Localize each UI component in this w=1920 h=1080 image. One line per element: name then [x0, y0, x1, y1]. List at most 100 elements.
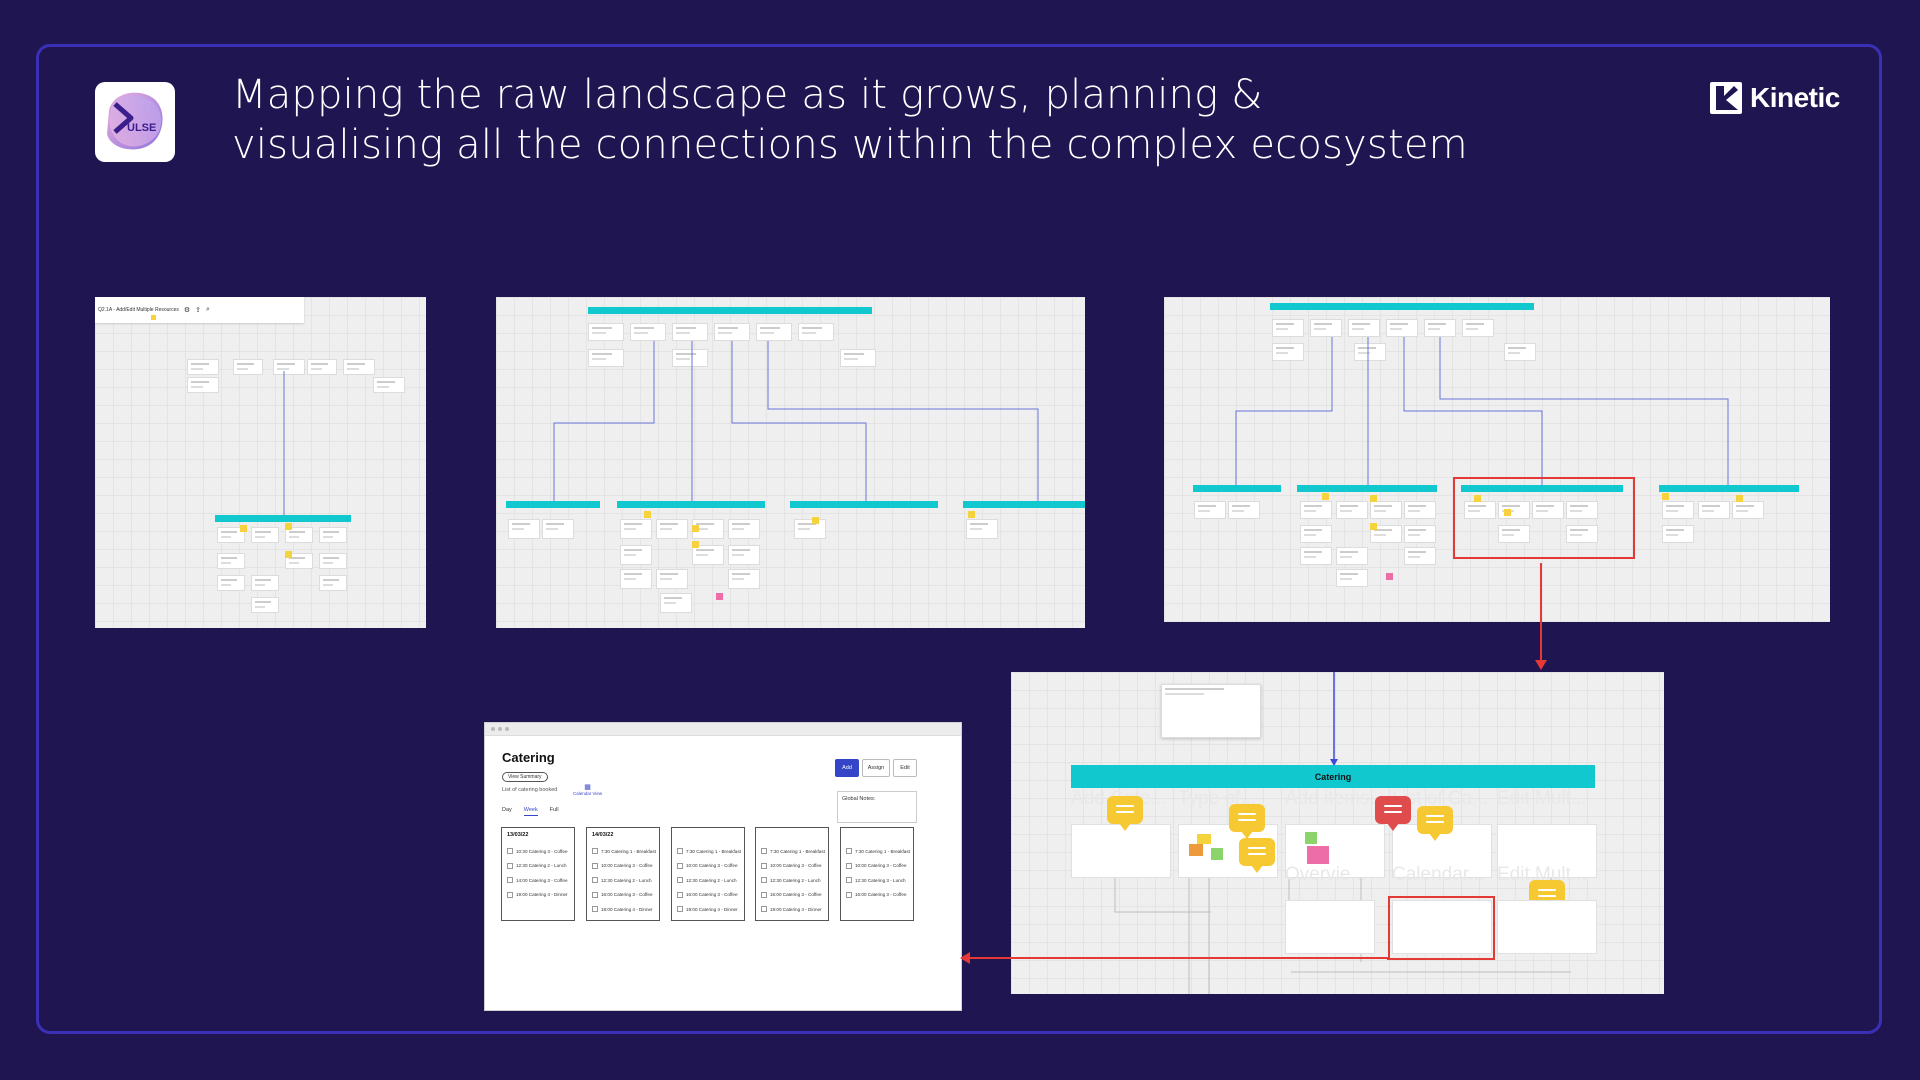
catering-event[interactable]: 10:00 Catering 3 - Coffee: [592, 859, 654, 874]
catering-event[interactable]: 12:30 Catering 2 - Lunch: [761, 873, 823, 888]
add-button[interactable]: Add: [835, 759, 859, 777]
catering-event[interactable]: 16:00 Catering 3 - Coffee: [677, 888, 739, 903]
comment-bubble-red-icon[interactable]: [1375, 796, 1411, 831]
wireframe-card: [692, 545, 724, 565]
wireframe-card: [251, 527, 279, 543]
wireframe-card: [1497, 900, 1597, 954]
search-icon[interactable]: ⌕: [206, 306, 210, 313]
wireframe-card: [187, 377, 219, 393]
comment-bubble-icon[interactable]: [1417, 806, 1453, 841]
wireframe-card: [756, 323, 792, 341]
page-title: Catering: [502, 750, 555, 765]
wireframe-card: [966, 519, 998, 539]
wireframe-card: [1698, 501, 1730, 519]
catering-event[interactable]: 16:00 Catering 3 - Coffee: [761, 888, 823, 903]
wireframe-card: [1462, 319, 1494, 337]
catering-event[interactable]: 16:00 Catering 3 - Coffee: [846, 888, 908, 903]
faded-label: Overvie...: [1285, 864, 1367, 885]
catering-event[interactable]: 19:00 Catering 4 - Dinner: [592, 902, 654, 917]
catering-event[interactable]: 12:30 Catering 2 - Lunch: [507, 859, 569, 874]
section-bar: [1461, 485, 1623, 492]
wireframe-card: [660, 593, 692, 613]
catering-event[interactable]: 16:00 Catering 3 - Coffee: [592, 888, 654, 903]
wireframe-card: [620, 569, 652, 589]
wireframe-card: [508, 519, 540, 539]
window-titlebar: [485, 723, 961, 736]
sticky-note: [968, 511, 975, 518]
global-notes-field[interactable]: Global Notes:: [837, 791, 917, 823]
assign-button[interactable]: Assign: [862, 759, 890, 777]
page-subtitle: List of catering booked: [502, 787, 558, 793]
comment-bubble-icon[interactable]: [1239, 838, 1275, 873]
pulse-logo: ULSE: [95, 82, 175, 162]
tab-full[interactable]: Full: [549, 807, 559, 813]
wireframe-card: [1194, 501, 1226, 519]
catering-section-zoom: Catering Add Cate... Type of... Add item…: [1011, 672, 1664, 994]
catering-event[interactable]: 10:00 Catering 3 - Coffee: [846, 859, 908, 874]
catering-event[interactable]: 7:30 Catering 1 - Breakfast: [592, 844, 656, 859]
catering-event[interactable]: 19:00 Catering 4 - Dinner: [761, 902, 823, 917]
wireframe-card: [319, 553, 347, 569]
catering-event[interactable]: 12:30 Catering 2 - Lunch: [592, 873, 654, 888]
section-bar: [506, 501, 600, 508]
wireframe-card: [1285, 900, 1375, 954]
catering-event[interactable]: 7:30 Catering 1 - Breakfast: [761, 844, 825, 859]
wireframe-card: [217, 575, 245, 591]
catering-event[interactable]: 19:00 Catering 4 - Dinner: [507, 888, 569, 903]
wireframe-card: [1497, 824, 1597, 878]
miro-board-overview-1: Q2.1A - Add/Edit Multiple Resources ⚙ ⇪ …: [95, 297, 426, 628]
catering-event[interactable]: 14:00 Catering 3 - Coffee: [507, 873, 569, 888]
wireframe-card: [1504, 343, 1536, 361]
wireframe-card: [319, 527, 347, 543]
catering-event[interactable]: 19:00 Catering 4 - Dinner: [677, 902, 739, 917]
title-line-1: Mapping the raw landscape as it grows, p…: [232, 72, 1263, 118]
calendar-icon: ▦: [584, 784, 591, 791]
catering-event[interactable]: 7:30 Catering 1 - Breakfast: [677, 844, 741, 859]
comment-bubble-icon[interactable]: [1229, 804, 1265, 839]
section-bar: [588, 307, 872, 314]
wireframe-card: [1566, 525, 1598, 543]
calendar-view-link[interactable]: ▦ Calendar View: [573, 784, 603, 796]
comment-bubble-icon[interactable]: [1107, 796, 1143, 831]
wireframe-card: [1300, 525, 1332, 543]
catering-event[interactable]: 12:30 Catering 3 - Lunch: [846, 873, 908, 888]
wireframe-card: [1424, 319, 1456, 337]
wireframe-card: [273, 359, 305, 375]
sticky-note: [1189, 844, 1203, 856]
faded-label: List of Ca...: [1392, 788, 1489, 809]
faded-label: Edit Mult...: [1497, 864, 1587, 885]
catering-event[interactable]: 10:00 Catering 3 - Coffee: [761, 859, 823, 874]
sticky-note: [1736, 495, 1743, 502]
wireframe-card: [656, 519, 688, 539]
settings-icon[interactable]: ⚙: [183, 307, 191, 314]
day-date: 13/03/22: [507, 832, 529, 838]
pink-sticky-note: [1386, 573, 1393, 580]
wireframe-card: [656, 569, 688, 589]
sticky-note: [1197, 834, 1211, 844]
catering-wireframe: Catering View Summary List of catering b…: [484, 722, 962, 1011]
catering-event[interactable]: 12:30 Catering 2 - Lunch: [677, 873, 739, 888]
catering-event[interactable]: 10:00 Catering 3 - Coffee: [677, 859, 739, 874]
wireframe-card: [343, 359, 375, 375]
view-summary-chip[interactable]: View Summary: [502, 772, 548, 782]
wireframe-card: [1404, 501, 1436, 519]
day-date: 14/03/22: [592, 832, 614, 838]
view-tabs: Day Week Full: [502, 807, 559, 816]
faded-label: Type of...: [1178, 788, 1257, 809]
tab-day[interactable]: Day: [502, 807, 512, 813]
catering-event[interactable]: 7:30 Catering 1 - Breakfast: [846, 844, 910, 859]
wireframe-card: [319, 575, 347, 591]
catering-event[interactable]: 10:30 Catering 3 - Coffee: [507, 844, 569, 859]
pink-sticky-note: [716, 593, 723, 600]
tab-week[interactable]: Week: [523, 807, 538, 816]
sticky-note: [1370, 523, 1377, 530]
wireframe-card: [373, 377, 405, 393]
sticky-note: [1211, 848, 1223, 860]
edit-button[interactable]: Edit: [893, 759, 917, 777]
share-icon[interactable]: ⇪: [195, 307, 202, 314]
wireframe-card: [1161, 684, 1261, 738]
wireframe-card: [1370, 501, 1402, 519]
sticky-note: [1504, 509, 1511, 516]
wireframe-card: [1662, 501, 1694, 519]
